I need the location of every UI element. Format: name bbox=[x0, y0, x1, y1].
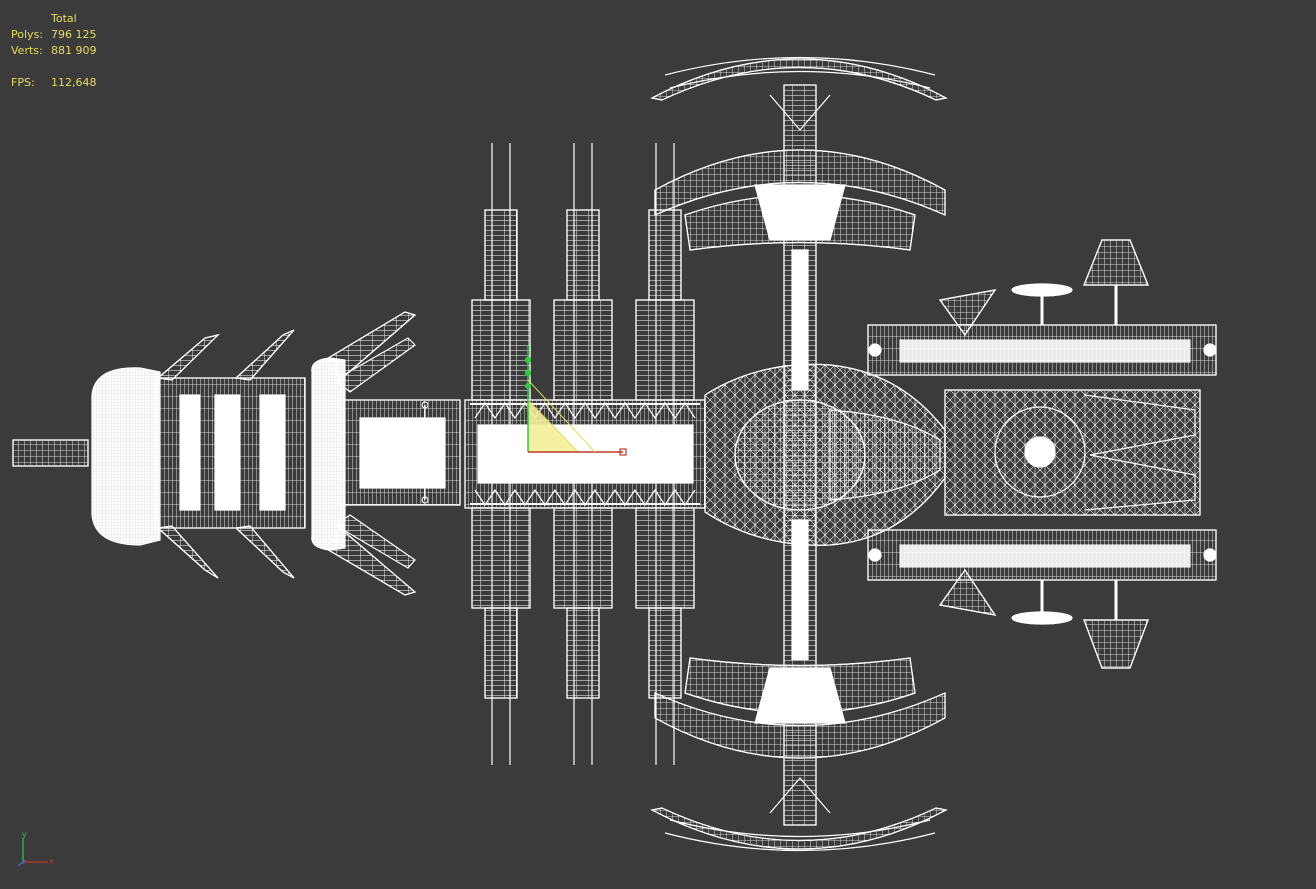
stats-total-label: Total bbox=[51, 12, 77, 25]
axis-x-label: x bbox=[49, 857, 54, 866]
pylon-3 bbox=[635, 143, 695, 765]
polys-value: 796 125 bbox=[51, 28, 97, 41]
axis-y-label: y bbox=[22, 830, 27, 839]
fps-value: 112,648 bbox=[51, 76, 97, 89]
claw-section bbox=[311, 311, 461, 596]
nose-antenna bbox=[12, 439, 89, 467]
rear-engine bbox=[867, 239, 1217, 669]
polys-label: Polys: bbox=[11, 28, 43, 41]
axis-gizmo-icon: y x z bbox=[17, 830, 54, 867]
transform-gizmo[interactable] bbox=[524, 345, 627, 456]
front-hull bbox=[91, 329, 306, 579]
stats-overlay: Total Polys: 796 125 Verts: 881 909 FPS: 11… bbox=[11, 11, 97, 91]
bottom-wing bbox=[650, 657, 948, 852]
pylon-1 bbox=[471, 143, 531, 765]
verts-value: 881 909 bbox=[51, 44, 97, 57]
central-spine bbox=[464, 399, 706, 509]
top-wing bbox=[650, 56, 948, 251]
pylon-2 bbox=[553, 143, 613, 765]
fps-label: FPS: bbox=[11, 76, 35, 89]
core-hull bbox=[704, 363, 946, 546]
verts-label: Verts: bbox=[11, 44, 43, 57]
axis-z-label: z bbox=[22, 858, 26, 866]
